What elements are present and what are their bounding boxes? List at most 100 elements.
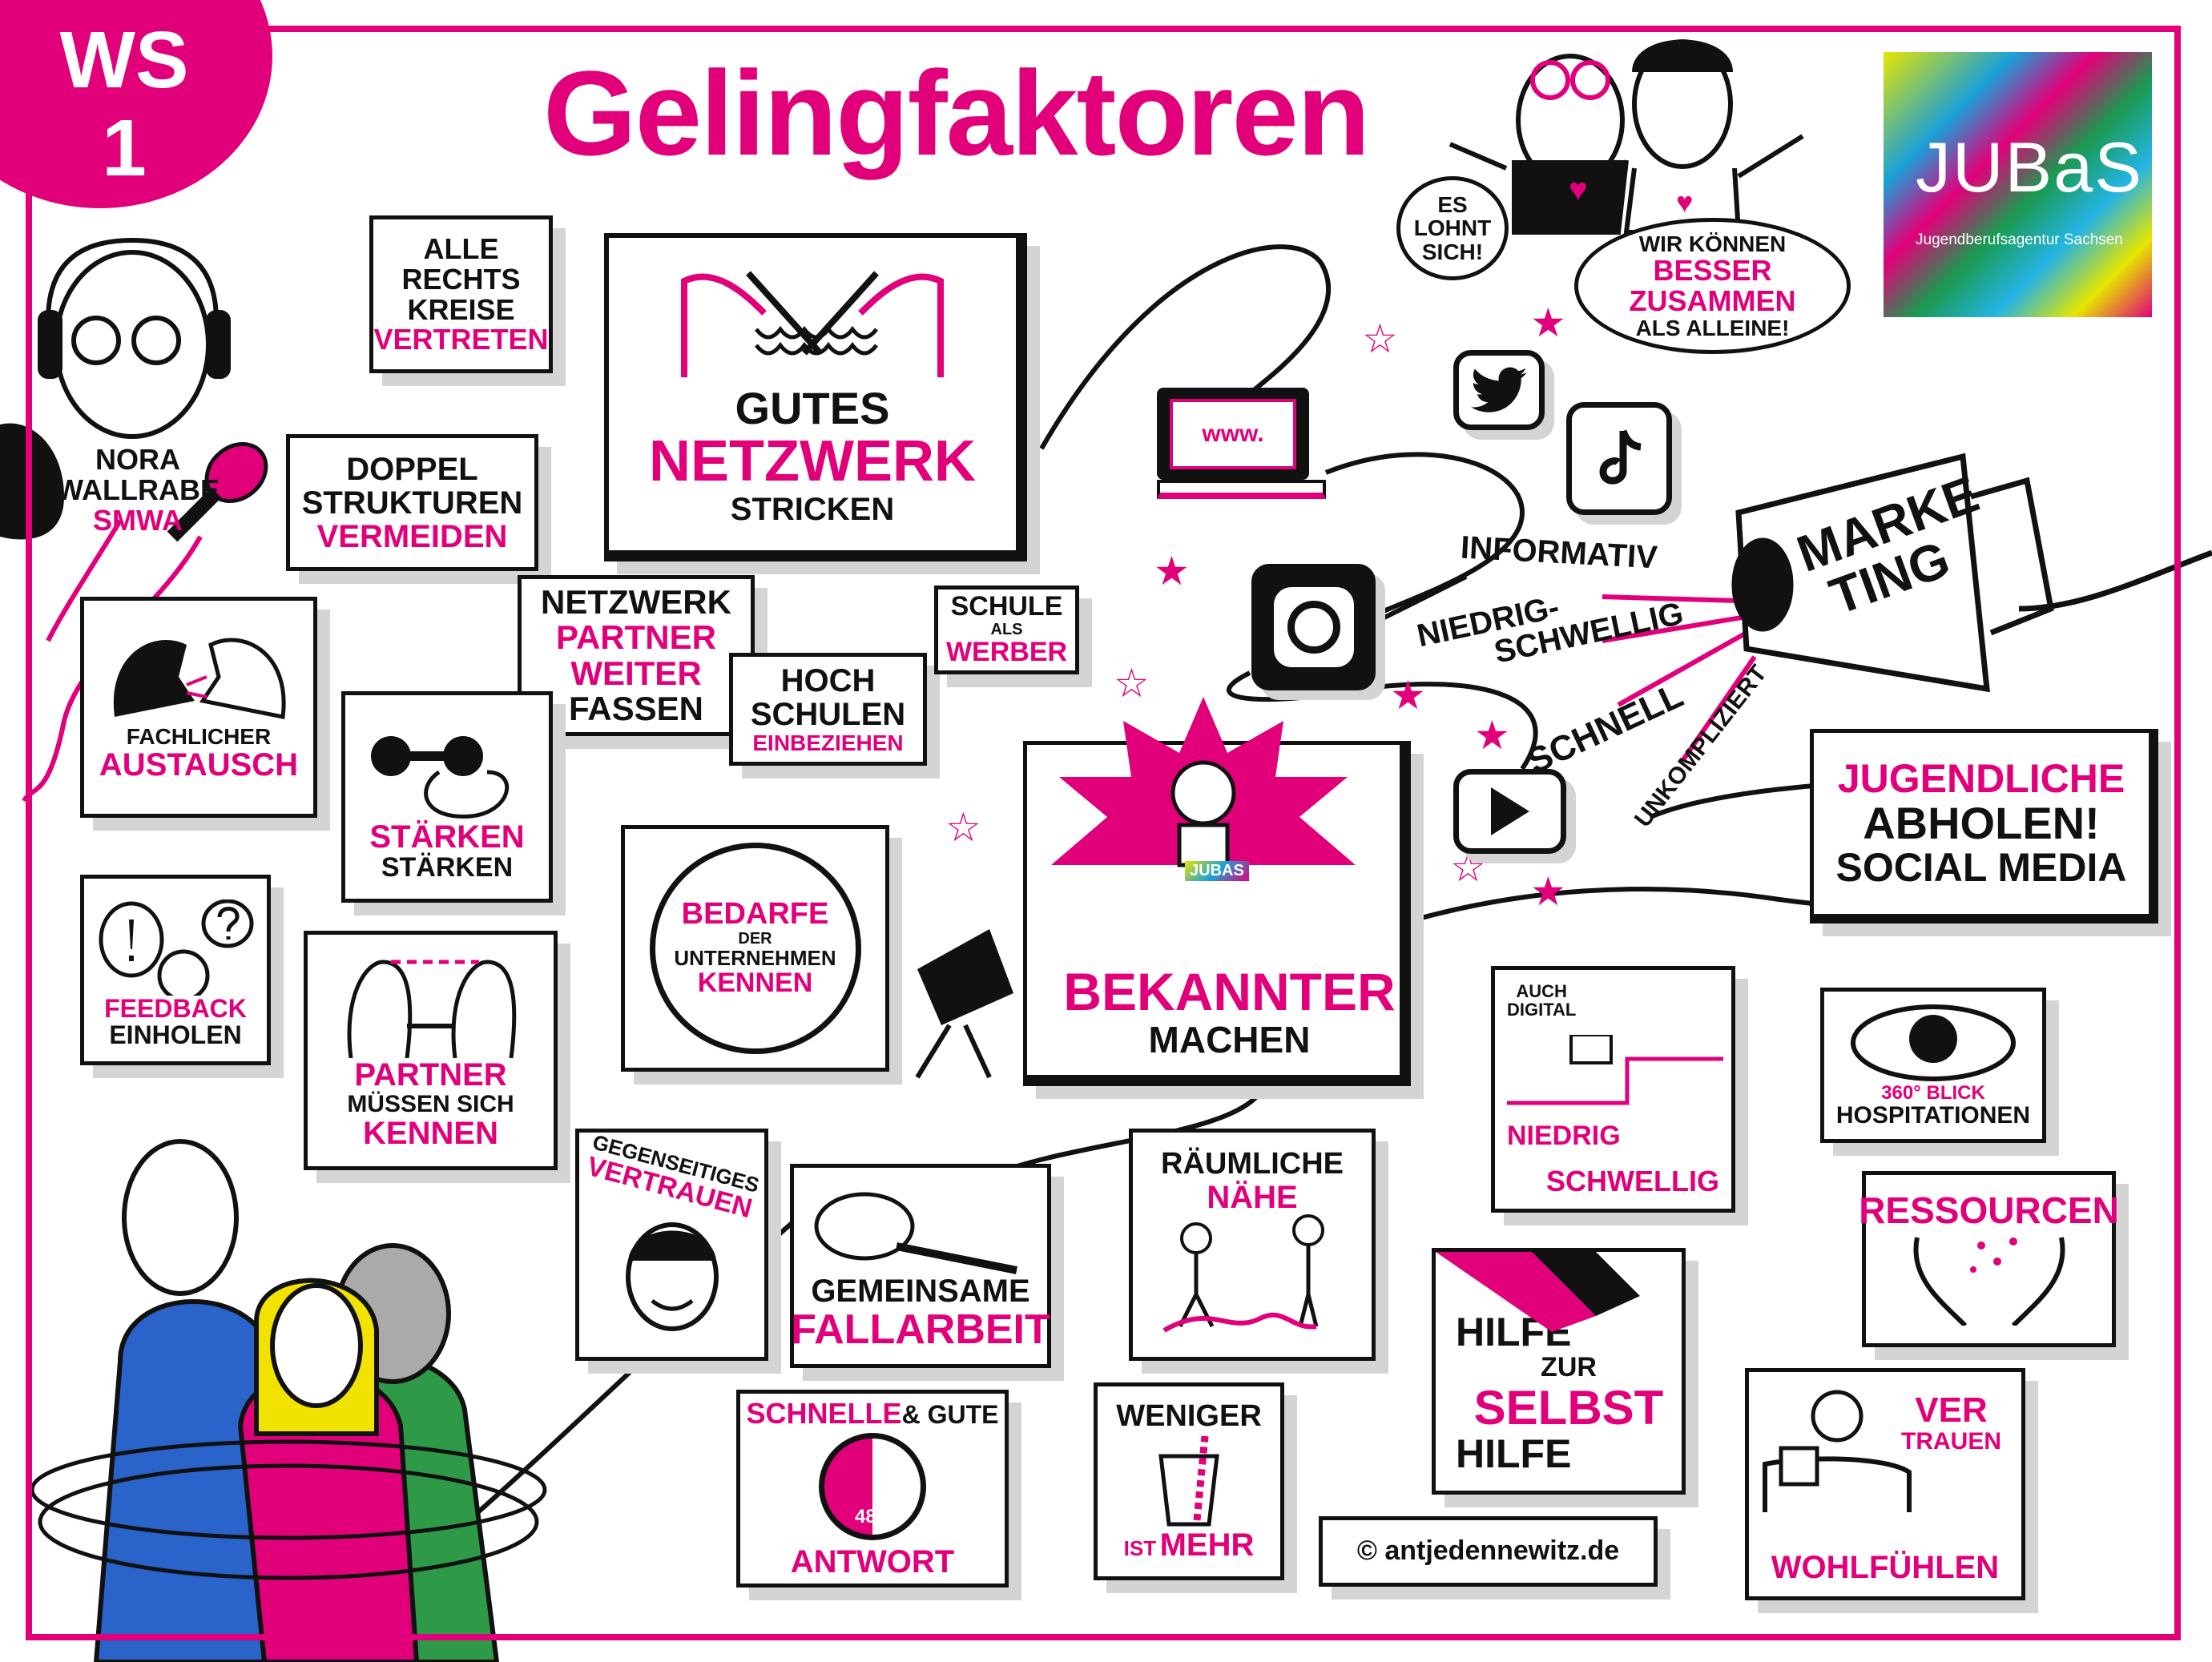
card-line: Doppel: [346, 451, 478, 487]
card-line: weiter: [570, 654, 702, 692]
logo-name: JUBaS: [1916, 127, 2143, 207]
quote-line: als alleine!: [1635, 315, 1790, 340]
card-line: Wohlfühlen: [1771, 1550, 2000, 1585]
card-hospitationen: 360° Blick Hospitationen: [1820, 988, 2046, 1143]
gegenseitiges-vertrauen-label: Gegenseitiges Vertrauen: [582, 1129, 761, 1224]
card-jugendliche-abholen: Jugendliche abholen! Social Media: [1810, 729, 2158, 924]
dumbbell-arm-icon: [371, 736, 510, 819]
card-line: hilfe: [1456, 1431, 1572, 1476]
card-hilfe-zur-selbsthilfe: Hilfe zur Selbst hilfe: [1432, 1248, 1686, 1495]
card-line: einbeziehen: [752, 730, 904, 755]
card-line: fassen: [568, 689, 704, 727]
card-line: Strukturen: [301, 485, 523, 521]
card-line: der: [738, 929, 772, 948]
quote-line: Wir können: [1638, 231, 1787, 256]
two-people-walking-icon: [1162, 1213, 1324, 1333]
card-ressourcen: Ressourcen: [1859, 1171, 2119, 1347]
magnifier-icon: Bedarfe der Unternehmen kennen: [649, 843, 861, 1054]
person-armchair-icon: [1763, 1390, 1912, 1512]
card-line: Fachlicher: [126, 723, 272, 749]
copyright-text: © antjedennewitz.de: [1356, 1535, 1620, 1567]
card-bedarfe: Bedarfe der Unternehmen kennen: [621, 825, 889, 1072]
net-icon: [814, 1192, 1017, 1275]
card-line: Schnelle: [746, 1396, 902, 1430]
clock-48h-label: 48h: [854, 1506, 891, 1528]
card-line: Selbst: [1473, 1380, 1664, 1435]
card-netzwerkpartner: Netzwerk Partner weiter fassen: [518, 575, 755, 736]
card-line: Netzwerk: [541, 583, 731, 622]
card-line: schulen: [750, 696, 906, 732]
logo-subtitle: Jugendberufsagentur Sachsen: [1916, 231, 2123, 248]
twitter-icon[interactable]: [1453, 350, 1545, 430]
workshop-label: WS: [59, 15, 189, 105]
card-fallarbeit: Gemeinsame Fallarbeit: [790, 1164, 1051, 1368]
card-line: zur: [1541, 1351, 1597, 1382]
card-line: Partner: [354, 1056, 507, 1093]
card-gegenseitiges-vertrauen: Gegenseitiges Vertrauen: [575, 1129, 768, 1361]
card-line: Ver: [1915, 1390, 1988, 1430]
card-line: kennen: [363, 1116, 498, 1151]
card-partner-kennen: Partner müssen sich kennen: [304, 931, 558, 1170]
speaker-last-name: Wallrabe: [56, 473, 220, 506]
card-line: stärken: [381, 852, 514, 883]
card-line: Hoch: [780, 662, 876, 698]
card-line: Weniger: [1116, 1398, 1262, 1433]
jubas-logo: JUBaS Jugendberufsagentur Sachsen: [1884, 52, 2152, 317]
feedback-bubbles-icon: [99, 899, 254, 996]
quote-line: sich!: [1421, 239, 1484, 264]
card-line: müssen sich: [347, 1090, 514, 1117]
handshake-figures-icon: [347, 959, 516, 1058]
spotlight-icon: [915, 929, 1013, 1079]
starburst-person-icon: [1051, 697, 1356, 867]
stairs-tablet-person-icon: [1507, 1034, 1723, 1105]
card-line: Rechts: [401, 262, 521, 296]
card-schnelle-antwort: Schnelle& Gute 48h Antwort: [736, 1390, 1009, 1588]
card-line: 360° Blick: [1881, 1081, 1985, 1104]
card-rechtskreise: Alle Rechts kreise vertreten: [369, 215, 553, 373]
eye-icon: [1851, 1004, 2016, 1081]
card-line: kennen: [697, 968, 813, 999]
workshop-number: 1: [102, 103, 147, 193]
card-bekannter-machen: JUBaS Bekannter machen: [1023, 697, 1411, 1086]
card-line: Räumliche: [1161, 1147, 1344, 1181]
open-hands-icon: [1913, 1237, 2065, 1326]
jubas-shirt-badge: JUBaS: [1185, 861, 1249, 881]
quote-line: Es: [1437, 191, 1468, 217]
card-line: Feedback: [104, 993, 247, 1023]
card-wohlfuehlen: Ver trauen Wohlfühlen: [1745, 1368, 2025, 1600]
card-line: & Gute: [901, 1399, 999, 1429]
card-line: vertreten: [373, 323, 549, 356]
card-line: niedrig: [1507, 1121, 1621, 1152]
quote-line: zusammen: [1629, 284, 1796, 317]
face-icon: [625, 1221, 719, 1331]
glass-with-straw-icon: [1158, 1436, 1219, 1527]
card-raeumliche-naehe: Räumliche Nähe: [1129, 1129, 1376, 1361]
card-line: Gemeinsame: [811, 1274, 1030, 1310]
card-line: stricken: [730, 492, 895, 527]
card-line: Gutes: [735, 382, 890, 433]
two-heads-talking-icon: [113, 638, 286, 719]
card-line: Schule: [950, 591, 1063, 622]
card-hochschulen: Hoch schulen einbeziehen: [729, 653, 927, 766]
youtube-icon[interactable]: [1453, 769, 1566, 854]
card-line: machen: [1148, 1018, 1311, 1060]
auch-digital-label: auch digital: [1507, 982, 1576, 1019]
card-staerken: Stärken stärken: [341, 691, 553, 903]
card-line: abholen!: [1863, 797, 2100, 848]
page-frame: [26, 26, 2181, 1640]
tiktok-icon[interactable]: [1566, 402, 1672, 515]
card-feedback: Feedback einholen: [80, 875, 271, 1065]
speaker-first-name: Nora: [95, 443, 180, 476]
speaker-org: SMWA: [92, 503, 183, 537]
card-line: Jugendliche: [1837, 756, 2125, 802]
speaker-label: Nora Wallrabe SMWA: [56, 445, 220, 535]
card-line: Nähe: [1207, 1179, 1298, 1215]
website-label: www.: [1202, 420, 1264, 447]
card-netzwerk-stricken: Gutes Netzwerk stricken: [604, 233, 1027, 561]
card-line: Austausch: [99, 747, 299, 783]
laptop-website-icon: www.: [1157, 388, 1326, 514]
instagram-icon[interactable]: [1251, 564, 1376, 690]
card-line: Alle: [423, 231, 499, 265]
card-line: Netzwerk: [649, 429, 976, 494]
card-line: Unternehmen: [674, 945, 836, 970]
